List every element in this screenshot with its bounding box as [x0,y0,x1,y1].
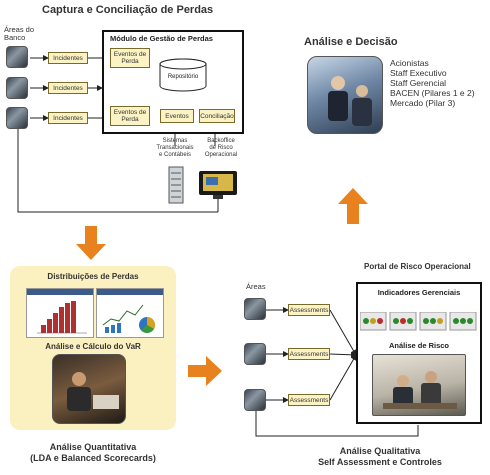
incidentes-box: Incidentes [48,82,88,94]
server-rack-icon [168,166,184,204]
quantitative-caption-line-2: (LDA e Balanced Scorecards) [30,453,156,463]
areas-banco-label-line-2: Banco [4,33,26,42]
area-person-photo [244,298,266,320]
qualitative-caption: Análise Qualitativa Self Assessment e Co… [280,446,480,468]
up-arrow-icon [338,188,368,224]
stakeholder-item: Staff Gerencial [390,78,447,88]
loss-distribution-screenshot [26,288,94,338]
area-person-photo [244,343,266,365]
assessments-box: Assessments [288,348,330,360]
incidentes-box: Incidentes [48,52,88,64]
sistemas-label-line-2: Transacionais [156,145,194,151]
qualitative-caption-line-1: Análise Qualitativa [339,446,421,456]
capture-section-title: Captura e Conciliação de Perdas [42,4,214,16]
conciliacao-box: Conciliação [199,109,235,123]
assessments-box: Assessments [288,304,330,316]
distribuicoes-title: Distribuições de Perdas [47,272,139,281]
eventos-box: Eventos [160,109,194,123]
quantitative-caption: Análise Quantitativa (LDA e Balanced Sco… [0,442,186,464]
repositorio-label: Repositório [167,74,199,80]
sistemas-label-line-3: e Contábeis [158,152,192,158]
stakeholder-item: BACEN (Pilares 1 e 2) [390,88,475,98]
monitor-icon [199,171,237,199]
areas-label: Áreas [246,282,266,291]
eventos-perda-bottom-line-2: Perda [121,116,139,123]
areas-banco-label-line-1: Áreas do [4,25,35,34]
eventos-perda-top-line-2: Perda [121,58,139,65]
module-title: Módulo de Gestão de Perdas [110,34,213,43]
analise-risco-title: Análise de Risco [388,341,450,350]
meeting-photo [372,354,466,416]
backoffice-label: Backoffice de Risco Operacional [198,138,244,159]
backoffice-label-line-2: de Risco [209,145,233,151]
repositorio-cylinder [159,58,207,92]
traffic-light-indicators [360,312,477,331]
sistemas-label: Sistemas Transacionais e Contábeis [148,138,202,159]
scorecard-screenshot [96,288,164,338]
stakeholders-list: Acionistas Staff Executivo Staff Gerenci… [390,58,475,108]
analyst-photo [52,354,126,424]
stakeholder-item: Mercado (Pilar 3) [390,98,456,108]
bank-area-person-photo [6,46,28,68]
sistemas-label-line-1: Sistemas [162,138,188,144]
var-title: Análise e Cálculo do VaR [45,342,141,351]
area-person-photo [244,389,266,411]
right-arrow-icon [188,356,222,386]
incidentes-box: Incidentes [48,112,88,124]
stakeholder-item: Acionistas [390,58,429,68]
eventos-perda-bottom-line-1: Eventos de [113,109,147,116]
backoffice-label-line-3: Operacional [204,152,238,158]
decision-section-title: Análise e Decisão [304,36,398,48]
quantitative-caption-line-1: Análise Quantitativa [49,442,137,452]
eventos-perda-top-line-1: Eventos de [113,51,147,58]
bank-area-person-photo [6,77,28,99]
backoffice-label-line-1: Backoffice [207,138,235,144]
qualitative-caption-line-2: Self Assessment e Controles [318,457,442,467]
areas-banco-label: Áreas do Banco [4,26,34,42]
indicadores-title: Indicadores Gerenciais [377,288,461,297]
assessments-box: Assessments [288,394,330,406]
bank-area-person-photo [6,107,28,129]
down-arrow-icon [76,226,106,260]
executives-photo [307,56,383,134]
stakeholder-item: Staff Executivo [390,68,447,78]
portal-title: Portal de Risco Operacional [364,262,471,271]
